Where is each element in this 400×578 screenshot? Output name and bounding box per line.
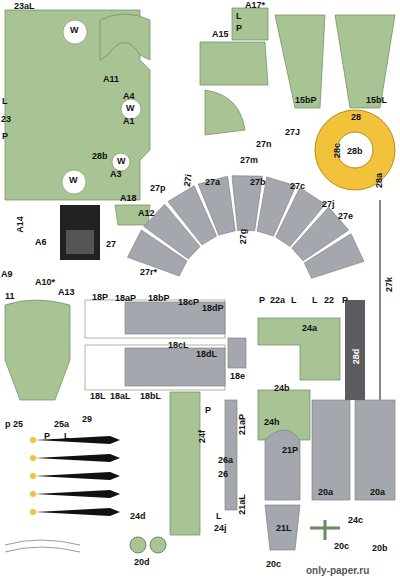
part-label: 20d: [134, 558, 150, 567]
part-label: P: [2, 132, 8, 141]
part-label: W: [117, 157, 126, 166]
part-label: 24b: [274, 384, 290, 393]
part-label: 18dL: [196, 350, 217, 359]
part-label: 15bL: [366, 96, 387, 105]
part-label: 24a: [302, 324, 317, 333]
part-label: A12: [138, 209, 155, 218]
part-label: 11: [5, 292, 15, 301]
part-label: 24f: [198, 430, 207, 443]
part-label: 22: [324, 296, 334, 305]
part-label: 28b: [347, 147, 363, 156]
part-label: 24c: [348, 516, 363, 525]
part-label: W: [126, 104, 135, 113]
part-label: 23aL: [14, 2, 35, 11]
part-label: L: [312, 296, 318, 305]
part-label: A4: [123, 92, 135, 101]
part-label: 18P: [92, 293, 108, 302]
part-label: 28d: [352, 349, 361, 365]
part-label: 20c: [266, 560, 281, 569]
part-label: A3: [110, 170, 122, 179]
part-label: A10*: [35, 278, 55, 287]
part-label: 27r*: [140, 268, 157, 277]
part-label: L: [291, 296, 297, 305]
part-label: 28c: [333, 143, 342, 158]
part-label: 27: [106, 240, 116, 249]
part-label: P: [44, 432, 50, 441]
part-label: 20b: [372, 544, 388, 553]
part-label: A14: [16, 216, 25, 233]
part-label: p: [5, 420, 11, 429]
part-label: only-paper.ru: [306, 566, 369, 576]
part-label: 15bP: [295, 96, 317, 105]
part-label: A13: [58, 288, 75, 297]
part-label: 27g: [239, 229, 248, 245]
part-label: 20a: [370, 488, 385, 497]
part-label: P: [236, 24, 242, 33]
part-label: 27b: [250, 178, 266, 187]
part-label: 27e: [338, 212, 353, 221]
part-label: L: [64, 432, 70, 441]
part-label: 22a: [270, 296, 285, 305]
part-label: A18: [120, 194, 137, 203]
part-label: A15: [212, 30, 229, 39]
part-label: 18bP: [148, 294, 170, 303]
part-label: A1: [123, 117, 135, 126]
part-label: W: [69, 176, 78, 185]
part-label: 29: [82, 415, 92, 424]
part-label: 24d: [130, 512, 146, 521]
part-label: 18aL: [110, 392, 131, 401]
part-label: 27j: [322, 200, 335, 209]
part-label: 18e: [230, 372, 245, 381]
part-label: A9: [1, 270, 13, 279]
part-label: 18L: [90, 392, 106, 401]
part-label: 20c: [334, 542, 349, 551]
part-label: L: [216, 512, 222, 521]
part-label: 28b: [92, 152, 108, 161]
part-label: L: [236, 12, 242, 21]
part-label: 27m: [240, 156, 258, 165]
part-label: A17*: [245, 1, 265, 10]
part-label: 27c: [290, 182, 305, 191]
part-label: 28: [351, 113, 361, 122]
part-label: 27k: [385, 277, 394, 292]
part-label: 27J: [285, 128, 300, 137]
part-label: 27a: [205, 178, 220, 187]
part-label: 21aL: [238, 494, 247, 515]
part-label: 18bL: [140, 392, 161, 401]
part-label: 18aP: [115, 294, 136, 303]
part-label: 18cL: [168, 341, 189, 350]
fan-segment: [198, 176, 235, 235]
part-label: P: [342, 296, 348, 305]
part-label: 25a: [54, 420, 69, 429]
part-label: 26: [218, 470, 228, 479]
part-label: 21P: [282, 446, 298, 455]
part-label: 28a: [375, 173, 384, 188]
part-label: 27i: [183, 174, 194, 188]
part-label: A6: [35, 238, 47, 247]
part-label: 21L: [276, 524, 292, 533]
part-label: P: [205, 406, 211, 415]
part-label: L: [2, 97, 8, 106]
part-label: 21aP: [238, 414, 247, 435]
part-label: 26a: [218, 456, 233, 465]
part-label: 27p: [150, 184, 166, 193]
part-label: 25: [13, 420, 23, 429]
part-label: 18cP: [178, 298, 199, 307]
part-label: 27n: [256, 140, 272, 149]
part-label: W: [70, 26, 79, 35]
fan-segment: [304, 234, 364, 279]
part-label: 20a: [318, 488, 333, 497]
part-label: 23: [1, 115, 11, 124]
part-label: 18dP: [202, 304, 224, 313]
part-label: P: [259, 296, 265, 305]
part-label: 24j: [214, 524, 227, 533]
part-label: 24h: [264, 418, 280, 427]
part-label: A11: [103, 75, 119, 84]
